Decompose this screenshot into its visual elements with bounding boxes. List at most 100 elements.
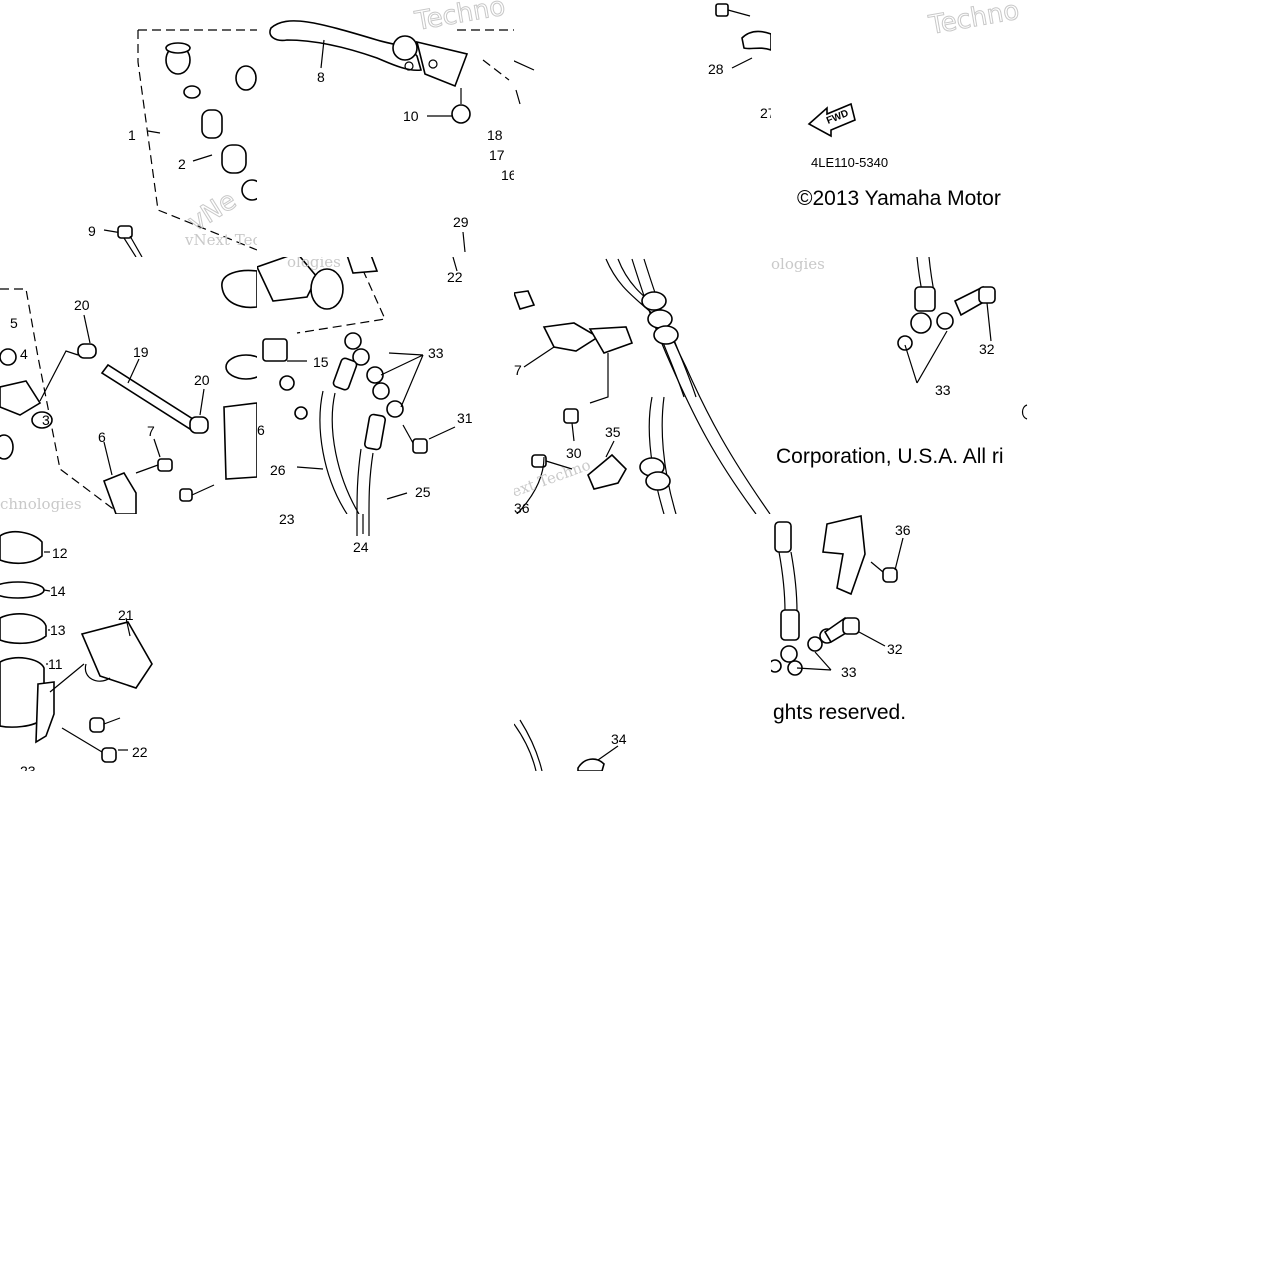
- callout-9: 9: [88, 223, 96, 239]
- clamp-27: [542, 322, 634, 354]
- tile-caliper-b: 36 32 33 ghts reserved.: [771, 514, 1028, 771]
- bracket-21: [80, 621, 153, 689]
- callout-20a: 20: [74, 297, 90, 313]
- callout-31: 31: [457, 410, 473, 426]
- callout-33a: 33: [428, 345, 444, 361]
- callout-4: 4: [20, 346, 28, 362]
- kit-piston: [201, 109, 223, 139]
- watermark-chnologies: chnologies: [0, 495, 82, 513]
- callout-23b: 23: [279, 514, 295, 527]
- copyright-line-1: ©2013 Yamaha Motor: [797, 187, 1001, 210]
- stay-36: [822, 515, 866, 596]
- stay-23: [35, 681, 55, 744]
- callout-28: 28: [708, 61, 724, 77]
- bolt-7: [135, 458, 173, 474]
- kit-seal-2: [221, 144, 247, 174]
- bolt-22a: [89, 717, 121, 733]
- tile-blank-2: [1028, 514, 1285, 771]
- callout-6b: 6: [257, 422, 265, 438]
- callout-7a: 7: [147, 423, 155, 439]
- callout-23a: 23: [20, 763, 36, 771]
- callout-32b: 32: [887, 641, 903, 657]
- watermark-techno-right: Techno: [926, 0, 1021, 41]
- callout-5: 5: [10, 315, 18, 331]
- fwd-arrow-icon: FWD: [807, 102, 856, 138]
- bracket-6: [102, 472, 137, 514]
- callout-30: 30: [566, 445, 582, 461]
- hose-26: [319, 357, 360, 514]
- callout-3: 3: [42, 412, 50, 428]
- tile-caliper-a: 32 33 Corporation, U.S.A. All ri ologies: [771, 257, 1028, 514]
- watermark-ologies-b: ologies: [771, 257, 825, 273]
- clamp-20a: [77, 343, 97, 359]
- master-body: [257, 257, 344, 310]
- clamp-35: [587, 453, 627, 490]
- clamp-20b: [189, 416, 209, 434]
- callout-33c: 33: [841, 664, 857, 680]
- hose-lower: [771, 521, 835, 676]
- bolt-30: [563, 408, 579, 424]
- callout-22a: 22: [447, 269, 463, 285]
- callout-34: 34: [611, 731, 627, 747]
- callout-8: 8: [317, 69, 325, 85]
- bolt-31: [402, 424, 428, 454]
- callout-17: 17: [489, 147, 505, 163]
- watermark-vnext: vNext Tec: [184, 231, 257, 249]
- watermark-techno-top: Techno: [412, 0, 507, 37]
- callout-15: 15: [313, 354, 329, 370]
- callout-32a: 32: [979, 341, 995, 357]
- callout-36a: 36: [514, 500, 530, 514]
- callout-18: 18: [487, 127, 503, 143]
- callout-11: 11: [48, 656, 63, 672]
- tile-header: FWD 4LE110-5340 ©2013 Yamaha Motor Techn…: [771, 0, 1028, 257]
- brake-lever: [269, 20, 469, 88]
- reservoir-left: [221, 269, 257, 480]
- callout-29: 29: [453, 214, 469, 230]
- callout-22b: 22: [132, 744, 148, 760]
- bolt-22-left: [179, 484, 215, 502]
- tile-kit: 1 2 9 vNext Tec vNe: [0, 0, 257, 257]
- tile-reservoir: 12 14 13 11 21 22 23: [0, 514, 257, 771]
- plate-14: [0, 581, 45, 599]
- bolt-28: [715, 3, 751, 17]
- tile-hoses: 15 6 33 31 26 25 22 ologies: [257, 257, 514, 514]
- washers-33: [344, 332, 404, 418]
- bolt-22b: [61, 727, 117, 763]
- tile-clamp-34: 34: [514, 514, 771, 771]
- bolt-36a: [531, 454, 573, 470]
- callout-26: 26: [270, 462, 286, 478]
- tile-bolt-28: 28 27: [514, 0, 771, 257]
- callout-35: 35: [605, 424, 621, 440]
- callout-20b: 20: [194, 372, 210, 388]
- callout-2: 2: [178, 156, 186, 172]
- reservoir-cap-12: [0, 530, 43, 565]
- callout-25: 25: [415, 484, 431, 500]
- callout-36b: 36: [895, 522, 911, 538]
- tile-hose-ends: 23 24: [257, 514, 514, 771]
- nut-10: [451, 88, 471, 124]
- watermark-ogies: ologies: [287, 257, 341, 271]
- callout-27: 27: [760, 105, 771, 121]
- tile-clamps: 7 30 35 36 ext Techno: [514, 257, 771, 514]
- callout-12: 12: [52, 545, 68, 561]
- tile-blank-1: [1028, 257, 1285, 514]
- callout-33b: 33: [935, 382, 951, 398]
- bolt-36b: [870, 561, 898, 583]
- callout-10: 10: [403, 108, 419, 124]
- kit-seal-1: [165, 42, 191, 75]
- front-hoses: [605, 258, 771, 514]
- hose-25: [356, 413, 386, 514]
- hose-19: [100, 363, 198, 431]
- part-code: 4LE110-5340: [811, 155, 888, 170]
- callout-7b: 7: [514, 362, 522, 378]
- banjo-a: [897, 286, 954, 351]
- callout-6a: 6: [98, 429, 106, 445]
- watermark-ext-techno: ext Techno: [514, 456, 593, 501]
- callout-24: 24: [353, 539, 369, 555]
- bolt-32b: [823, 616, 860, 644]
- callout-1: 1: [128, 127, 136, 143]
- bolt-32a: [953, 285, 996, 317]
- switch-15: [262, 338, 288, 362]
- callout-13: 13: [50, 622, 66, 638]
